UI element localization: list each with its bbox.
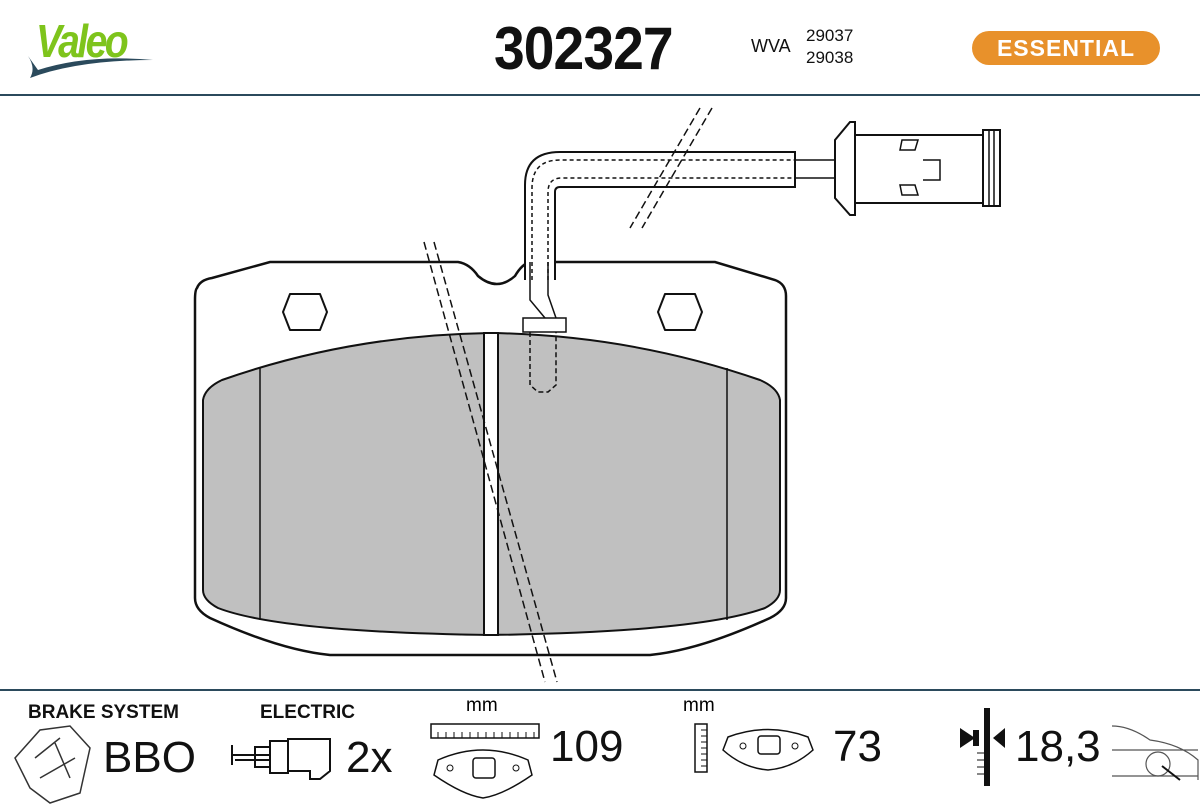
wva-number: 29037 xyxy=(806,26,854,45)
electric-label: ELECTRIC xyxy=(260,702,355,723)
height-unit: mm xyxy=(683,695,715,716)
brake-system-label: BRAKE SYSTEM xyxy=(28,702,179,723)
car-rear-icon xyxy=(1111,725,1199,781)
pad-slot xyxy=(483,332,499,636)
pad-height-icon xyxy=(694,723,814,773)
wva-number: 29038 xyxy=(806,48,854,67)
width-unit: mm xyxy=(466,695,498,716)
brake-system-value: BBO xyxy=(103,733,196,782)
thickness-icon xyxy=(960,708,1005,786)
friction-material xyxy=(202,331,781,637)
wear-sensor xyxy=(522,121,1001,393)
brand-name: Valeo xyxy=(36,15,129,67)
logo-swoosh-icon xyxy=(28,56,153,78)
footer-divider xyxy=(0,689,1200,691)
wva-label: WVA xyxy=(751,36,791,56)
mounting-hole xyxy=(657,293,703,331)
mounting-hole xyxy=(282,293,328,331)
essential-badge: ESSENTIAL xyxy=(972,31,1160,65)
thickness-value: 18,3 xyxy=(1015,722,1101,771)
break-lines xyxy=(423,107,713,683)
height-value: 73 xyxy=(833,722,882,771)
caliper-icon xyxy=(14,725,91,804)
backing-plate xyxy=(193,260,788,657)
width-value: 109 xyxy=(550,722,624,771)
sensor-connector-icon xyxy=(231,738,331,780)
electric-value: 2x xyxy=(346,733,393,782)
pad-width-icon xyxy=(430,723,540,799)
header-divider xyxy=(0,94,1200,96)
part-number: 302327 xyxy=(494,15,674,82)
valeo-logo: Valeo xyxy=(28,8,163,78)
